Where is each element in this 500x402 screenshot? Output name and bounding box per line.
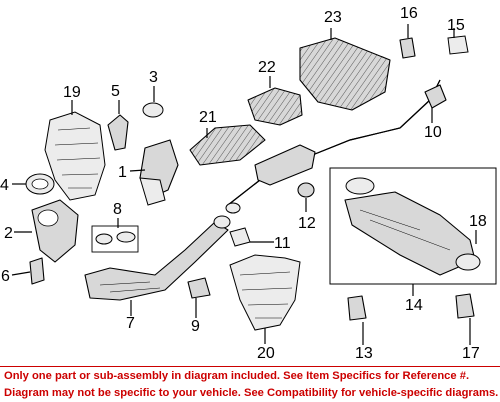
exhaust-parts-diagram: 23 16 15 22 3 5 19 21 10 1 4 8 12 18 2 1… — [0, 5, 497, 362]
callout-22: 22 — [258, 59, 276, 76]
rear-heat-shield-part — [299, 37, 391, 111]
callout-8: 8 — [113, 201, 122, 218]
callout-15: 15 — [447, 17, 465, 34]
hanger-13-part — [347, 295, 367, 321]
callout-13: 13 — [355, 345, 373, 362]
callout-14: 14 — [405, 297, 423, 314]
callout-5: 5 — [111, 83, 120, 100]
callout-4: 4 — [0, 177, 9, 194]
hanger-17-part — [455, 293, 475, 319]
disclaimer-line-1: Only one part or sub-assembly in diagram… — [4, 370, 470, 382]
bracket-5-part — [107, 114, 129, 151]
gasket-3-part — [142, 102, 164, 118]
gasket-15-part — [447, 35, 469, 55]
callout-20: 20 — [257, 345, 275, 362]
disclaimer-banner: Only one part or sub-assembly in diagram… — [0, 366, 500, 402]
bracket-9-part — [187, 277, 211, 299]
leader-lines — [11, 24, 477, 345]
bracket-6-part — [29, 257, 45, 285]
callout-21: 21 — [199, 109, 217, 126]
callout-18: 18 — [469, 213, 487, 230]
callout-17: 17 — [462, 345, 480, 362]
catalytic-converter-2-part — [31, 199, 79, 263]
flange-10-part — [424, 84, 447, 109]
callout-9: 9 — [191, 318, 200, 335]
callout-23: 23 — [324, 9, 342, 26]
gasket-set-8-part — [91, 225, 139, 253]
front-pipe-7-part — [84, 215, 231, 301]
muffler-assembly-14-box — [329, 167, 497, 285]
engine-splash-shield-part — [44, 111, 106, 201]
center-heat-shield-part — [247, 87, 303, 126]
callout-11: 11 — [274, 235, 291, 252]
callout-2: 2 — [4, 225, 13, 242]
front-heat-shield-part — [189, 124, 266, 166]
hanger-12-part — [297, 182, 315, 198]
callout-numbers: 23 16 15 22 3 5 19 21 10 1 4 8 12 18 2 1… — [0, 5, 487, 362]
callout-16: 16 — [400, 5, 418, 22]
callout-1: 1 — [118, 164, 127, 181]
gasket-11-part — [229, 227, 251, 247]
callout-10: 10 — [424, 124, 442, 141]
callout-12: 12 — [298, 215, 316, 232]
catalytic-converter-1-part — [139, 139, 179, 206]
callout-6: 6 — [1, 268, 10, 285]
callout-7: 7 — [126, 315, 135, 332]
disclaimer-line-2: Diagram may not be specific to your vehi… — [4, 387, 499, 399]
under-cover-20-part — [229, 254, 301, 331]
callout-19: 19 — [63, 84, 81, 101]
hanger-16-part — [399, 37, 416, 59]
callout-3: 3 — [149, 69, 158, 86]
